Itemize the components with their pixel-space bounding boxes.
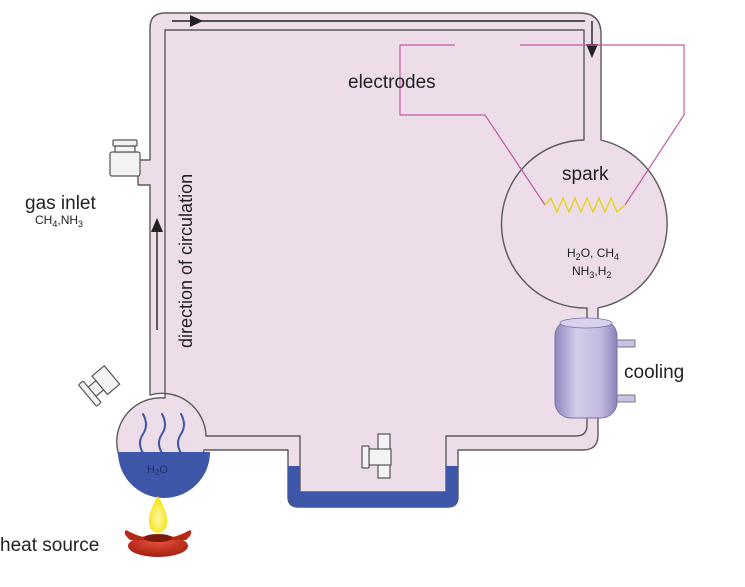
spark-mixture-line2: NH3,H2 [572,264,611,280]
valve-icon [361,433,392,479]
flame-icon [149,496,167,533]
water-label: H2O [147,464,168,477]
spark-zigzag [544,196,626,214]
arrow-icon [151,218,163,232]
arrow-icon [586,44,598,58]
valve-icon [109,139,141,177]
valve-icon [78,364,121,407]
spark-mixture-line1: H2O, CH4 [567,246,619,262]
cooling-label: cooling [624,362,684,383]
flask-water [118,452,210,498]
vapor-wisps [139,413,185,454]
water-trap [288,466,458,507]
direction-label: direction of circulation [176,174,196,348]
electrode-wires [399,44,685,206]
spark-label: spark [562,164,609,185]
gas-inlet-formula: CH4,NH3 [35,213,83,229]
arrow-icon [190,15,203,27]
gas-inlet-label: gas inlet [25,193,96,214]
electrodes-label: electrodes [348,72,436,93]
burner-icon [124,530,192,557]
condenser [554,317,636,419]
heat-source-label: heat source [0,535,99,556]
